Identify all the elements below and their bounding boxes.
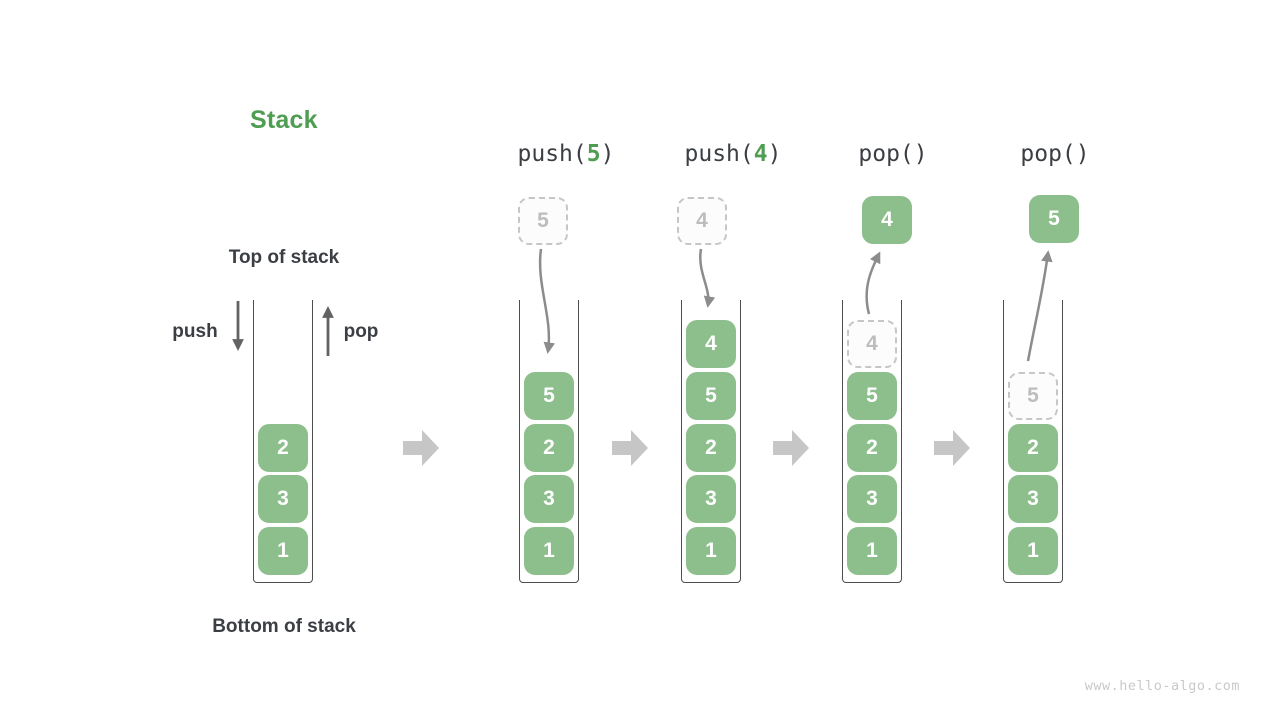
stack-block: 1 <box>524 527 574 575</box>
stack-block: 3 <box>1008 475 1058 524</box>
next-step-arrow-icon <box>934 430 970 466</box>
stack-block: 2 <box>686 423 736 472</box>
next-step-arrow-icon <box>773 430 809 466</box>
stack-block: 3 <box>686 475 736 524</box>
stack-block: 5 <box>686 372 736 420</box>
stack-block: 5 <box>847 372 897 420</box>
stack-block: 3 <box>847 475 897 524</box>
stack-block: 1 <box>1008 527 1058 575</box>
stack-block: 1 <box>686 527 736 575</box>
bottom-of-stack-label: Bottom of stack <box>212 616 356 637</box>
stack-block: 2 <box>1008 423 1058 472</box>
popped-value-box: 5 <box>1029 195 1079 243</box>
stack-container-after-pop-2 <box>1003 300 1063 583</box>
next-step-arrow-icon <box>612 430 648 466</box>
operation-label-after-pop-2: pop() <box>1020 141 1090 167</box>
stack-block: 2 <box>258 423 308 472</box>
diagram-title: Stack <box>250 106 318 134</box>
stack-block: 3 <box>524 475 574 524</box>
popped-value-box: 4 <box>862 196 912 244</box>
operation-label-after-push-5: push(5) <box>517 141 615 167</box>
stack-container-after-pop-1 <box>842 300 902 583</box>
operation-label-after-push-4: push(4) <box>684 141 782 167</box>
operation-label-after-pop-1: pop() <box>858 141 928 167</box>
stack-container-after-push-5 <box>519 300 579 583</box>
push-label: push <box>172 321 218 342</box>
push-curve-arrow-icon <box>699 248 716 308</box>
stack-block: 1 <box>258 527 308 575</box>
pop-label: pop <box>343 321 379 342</box>
stack-block: 1 <box>847 527 897 575</box>
stack-block: 4 <box>686 320 736 369</box>
incoming-value-box: 5 <box>518 197 568 245</box>
stack-block-ghost: 4 <box>847 320 897 369</box>
stack-container-initial <box>253 300 313 583</box>
watermark: www.hello-algo.com <box>1084 678 1240 694</box>
next-step-arrow-icon <box>403 430 439 466</box>
stack-block: 5 <box>524 372 574 420</box>
stack-block: 2 <box>847 423 897 472</box>
stack-container-after-push-4 <box>681 300 741 583</box>
stack-block: 3 <box>258 475 308 524</box>
stack-block-ghost: 5 <box>1008 372 1058 420</box>
stack-block: 2 <box>524 423 574 472</box>
top-of-stack-label: Top of stack <box>228 247 340 268</box>
incoming-value-box: 4 <box>677 197 727 245</box>
